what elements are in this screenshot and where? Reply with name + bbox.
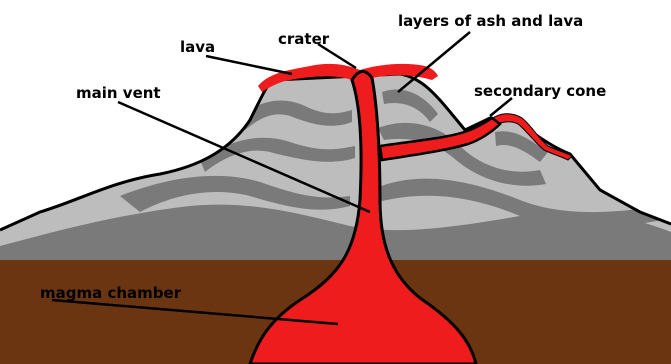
lava-leader [206, 56, 292, 74]
label-lava: lava [180, 38, 215, 56]
layers-leader [398, 32, 470, 92]
label-main-vent: main vent [76, 84, 161, 102]
label-secondary-cone: secondary cone [474, 82, 606, 100]
label-magma-chamber: magma chamber [40, 284, 182, 302]
label-crater: crater [278, 30, 330, 48]
label-layers-of-ash-and-lava: layers of ash and lava [398, 12, 583, 30]
